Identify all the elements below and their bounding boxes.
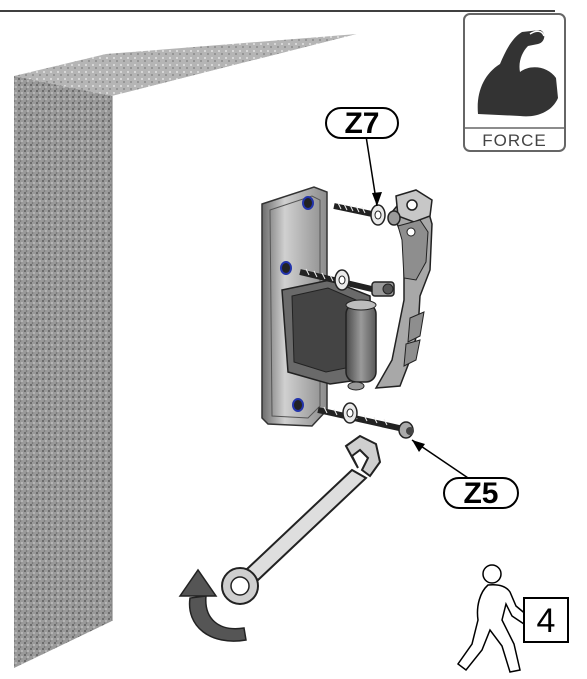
hinge-cylinder <box>345 303 377 383</box>
flexed-arm-icon <box>477 30 558 117</box>
screw-middle <box>299 268 395 297</box>
mounting-hole-bottom <box>292 398 304 412</box>
callout-z5: Z5 <box>411 439 519 510</box>
callout-z5-label: Z5 <box>463 477 498 510</box>
screw-lower <box>317 402 414 439</box>
mounting-hole-middle <box>280 261 292 275</box>
wall-bracket <box>261 186 433 427</box>
force-badge: FORCE <box>463 13 566 152</box>
walking-person-icon <box>456 564 529 673</box>
callout-z7: Z7 <box>325 107 399 207</box>
screw-upper <box>333 202 401 226</box>
callout-z7-label: Z7 <box>344 107 379 140</box>
force-label: FORCE <box>482 131 547 150</box>
wall-top-face <box>14 34 357 96</box>
wrench-open-end <box>344 434 382 478</box>
clockwise-arrow-icon <box>178 568 247 642</box>
mounting-hole-top <box>302 196 314 210</box>
step-number: 4 <box>537 602 556 640</box>
wrench <box>221 434 382 605</box>
step-number-box: 4 <box>523 597 569 643</box>
wall-side-edge <box>14 76 112 668</box>
